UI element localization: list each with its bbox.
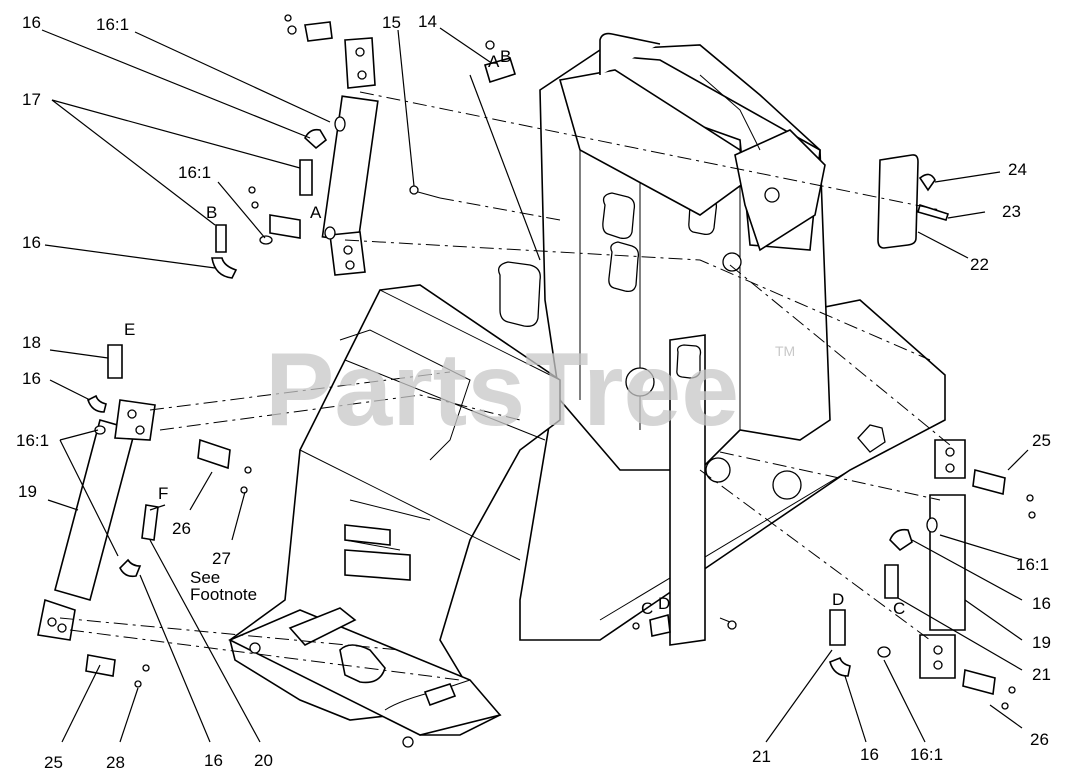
lift-cylinder-right <box>919 439 966 679</box>
callout-16-1: 16:1 <box>1016 555 1049 574</box>
watermark: PartsTree <box>265 332 739 448</box>
callout-16-1: 16:1 <box>910 745 943 764</box>
callout-16: 16 <box>204 751 223 770</box>
callout-17: 17 <box>22 90 41 109</box>
footnote-label: Footnote <box>190 585 257 604</box>
callout-letter-a: A <box>488 52 500 71</box>
callout-21: 21 <box>1032 665 1051 684</box>
callout-20: 20 <box>254 751 273 770</box>
callout-16: 16 <box>22 369 41 388</box>
watermark-tm: TM <box>775 343 795 359</box>
callout-letter-a: A <box>310 203 322 222</box>
callout-16-1: 16:1 <box>178 163 211 182</box>
leader-lines <box>41 27 1029 743</box>
callout-28: 28 <box>106 753 125 772</box>
callout-16: 16 <box>22 233 41 252</box>
callout-14: 14 <box>418 12 437 31</box>
callout-letter-f: F <box>158 484 168 503</box>
assembly-lines <box>59 91 951 681</box>
callout-16-1: 16:1 <box>96 15 129 34</box>
callout-letter-d: D <box>658 594 670 613</box>
callout-16: 16 <box>1032 594 1051 613</box>
callout-letter-b: B <box>500 47 511 66</box>
callout-15: 15 <box>382 13 401 32</box>
callout-27: 27 <box>212 549 231 568</box>
callout-25: 25 <box>1032 431 1051 450</box>
callout-26: 26 <box>172 519 191 538</box>
callout-24: 24 <box>1008 160 1027 179</box>
lift-cylinder-left <box>37 399 156 641</box>
callout-letter-b: B <box>206 203 217 222</box>
callout-16: 16 <box>22 13 41 32</box>
main-frame <box>228 32 946 748</box>
callout-25: 25 <box>44 753 63 772</box>
callout-letter-c: C <box>893 599 905 618</box>
callout-letter-d: D <box>832 590 844 609</box>
callout-21: 21 <box>752 747 771 766</box>
callout-19: 19 <box>18 482 37 501</box>
callout-16: 16 <box>860 745 879 764</box>
callout-16-1: 16:1 <box>16 431 49 450</box>
callout-19: 19 <box>1032 633 1051 652</box>
callout-26: 26 <box>1030 730 1049 749</box>
callout-22: 22 <box>970 255 989 274</box>
footnote-see: See <box>190 568 220 587</box>
callout-23: 23 <box>1002 202 1021 221</box>
callout-18: 18 <box>22 333 41 352</box>
callout-letter-c: C <box>641 599 653 618</box>
lift-cylinder-top <box>321 37 379 276</box>
callout-labels: 16 16:1 17 16:1 B A 16 15 14 A B 24 23 2… <box>16 12 1051 772</box>
callout-letter-e: E <box>124 320 135 339</box>
